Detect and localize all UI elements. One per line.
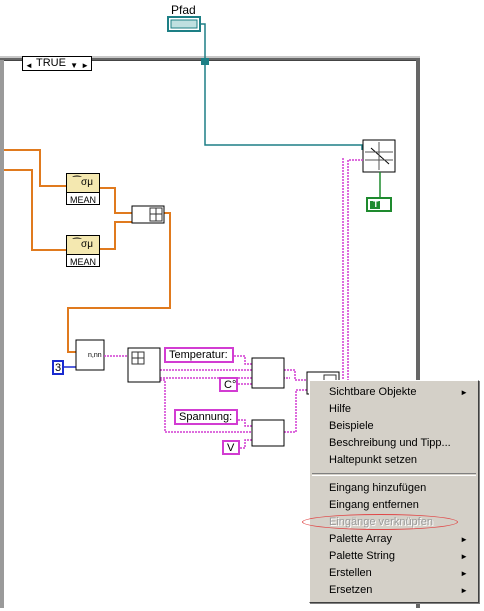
submenu-arrow-icon: ► <box>460 552 468 561</box>
string-wire-9 <box>284 369 307 381</box>
menu-item-label: Ersetzen <box>329 584 373 596</box>
menu-item[interactable]: Erstellen ► <box>310 565 478 582</box>
menu-item-label: Palette Array <box>329 533 392 545</box>
case-selector-decrement-icon[interactable]: ◄ <box>25 61 33 70</box>
string-wire-8 <box>240 439 252 449</box>
highlight-oval <box>302 514 458 530</box>
numeric-wire-4 <box>100 221 132 250</box>
path-label: Pfad <box>171 3 196 17</box>
menu-item[interactable]: Palette Array ► <box>310 531 478 548</box>
menu-item[interactable]: Haltepunkt setzen <box>310 452 478 469</box>
bool-constant-label: T <box>373 199 379 209</box>
mean-icon: ⁀σμ <box>67 236 99 255</box>
menu-item[interactable]: Palette String ► <box>310 548 478 565</box>
menu-item-label: Haltepunkt setzen <box>329 454 418 466</box>
spannung-string-constant[interactable]: Spannung: <box>174 409 238 425</box>
menu-item-label: Beispiele <box>329 420 374 432</box>
mean-vi-2[interactable]: ⁀σμ MEAN <box>66 235 100 267</box>
menu-item[interactable]: Beispiele <box>310 418 478 435</box>
case-selector-dropdown-icon[interactable]: ▼ <box>70 61 78 70</box>
string-wire-4 <box>234 355 252 365</box>
menu-item-label: Eingang hinzufügen <box>329 482 427 494</box>
menu-item[interactable]: Eingang hinzufügen <box>310 480 478 497</box>
menu-item-label: Erstellen <box>329 567 372 579</box>
case-frame-top-highlight <box>0 56 420 58</box>
numeric-wire-5 <box>67 212 171 353</box>
case-selector-value: TRUE <box>36 57 66 69</box>
concatenate-strings-1[interactable] <box>251 357 285 389</box>
menu-item-label: Eingang entfernen <box>329 499 419 511</box>
path-terminal-glyph <box>170 19 198 29</box>
numeric-constant[interactable]: 3 <box>52 360 64 375</box>
numeric-wire-1 <box>4 149 66 187</box>
mean-vi-1-label: MEAN <box>69 195 96 205</box>
number-to-string[interactable] <box>75 339 105 371</box>
mean-vi-1[interactable]: ⁀σμ MEAN <box>66 173 100 205</box>
menu-item[interactable]: Hilfe <box>310 401 478 418</box>
mean-vi-2-label: MEAN <box>69 257 96 267</box>
numeric-wire-2 <box>4 169 66 251</box>
mean-icon: ⁀σμ <box>67 174 99 193</box>
numeric-wire-3 <box>100 187 132 214</box>
menu-item-label: Beschreibung und Tipp... <box>329 437 451 449</box>
case-frame-right-edge <box>416 56 420 608</box>
submenu-arrow-icon: ► <box>460 586 468 595</box>
path-tunnel <box>201 58 209 65</box>
write-file-vi-pen-stroke <box>370 147 390 165</box>
celsius-string-constant[interactable]: C° <box>219 377 238 392</box>
menu-item[interactable]: Eingang entfernen <box>310 497 478 514</box>
case-frame-inner-line <box>4 60 416 61</box>
temperatur-string-constant[interactable]: Temperatur: <box>164 347 234 363</box>
string-wire-10 <box>284 389 307 433</box>
case-selector-increment-icon[interactable]: ► <box>81 61 89 70</box>
bool-constant-true-glyph <box>370 201 380 209</box>
menu-item-label: Palette String <box>329 550 396 562</box>
menu-separator <box>312 473 476 476</box>
number-format-label: n,nn <box>88 352 102 359</box>
case-selector[interactable]: ◄ TRUE ▼ ► <box>22 56 92 71</box>
path-wire <box>200 23 363 150</box>
volt-string-constant[interactable]: V <box>222 440 240 455</box>
menu-item[interactable]: Sichtbare Objekte ► <box>310 384 478 401</box>
string-wire-7 <box>238 419 252 427</box>
concatenate-strings-2[interactable] <box>251 419 285 447</box>
submenu-arrow-icon: ► <box>460 535 468 544</box>
string-wire-6 <box>160 379 252 433</box>
menu-item-label: Sichtbare Objekte <box>329 386 417 398</box>
submenu-arrow-icon: ► <box>460 569 468 578</box>
menu-item[interactable]: Ersetzen ► <box>310 582 478 599</box>
menu-item[interactable]: Beschreibung und Tipp... <box>310 435 478 452</box>
menu-item-label: Hilfe <box>329 403 352 415</box>
submenu-arrow-icon: ► <box>460 388 468 397</box>
